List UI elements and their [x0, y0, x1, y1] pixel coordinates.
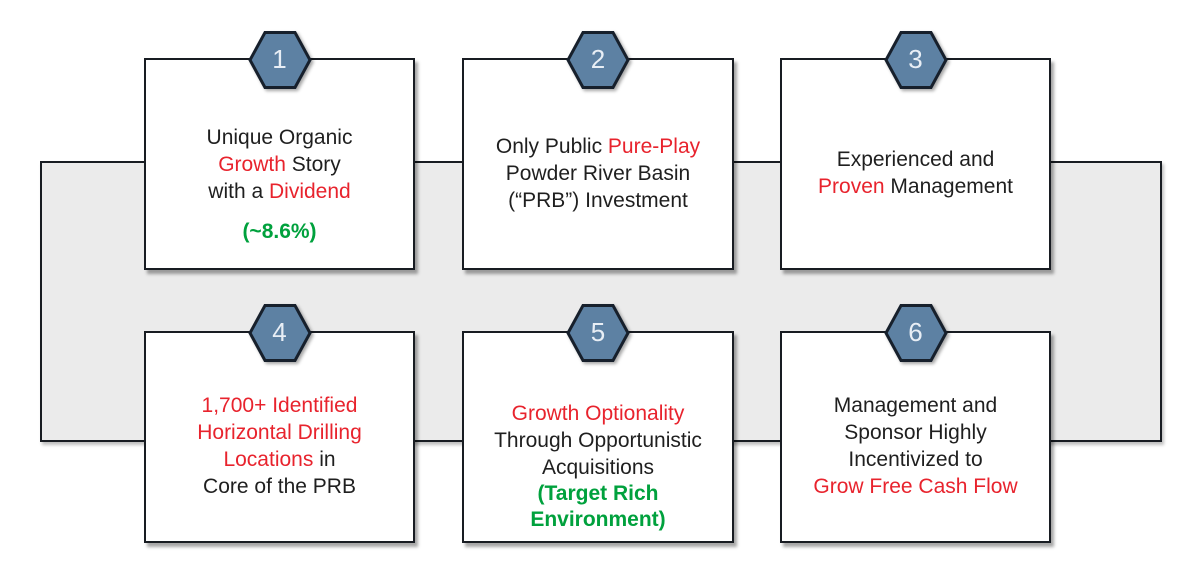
text-line: 1,700+ Identified — [202, 392, 358, 419]
text-segment: Unique Organic — [206, 125, 353, 149]
text-segment: Powder River Basin — [505, 161, 691, 185]
text-segment: Locations — [223, 448, 314, 471]
hexagon-badge-1: 1 — [247, 30, 312, 90]
hexagon-icon — [883, 304, 948, 362]
text-line: Through Opportunistic — [494, 427, 702, 454]
hexagon-badge-2: 2 — [566, 30, 630, 90]
text-segment: (“PRB”) Investment — [508, 188, 688, 212]
hexagon-badge-4: 4 — [247, 303, 312, 363]
hexagon-badge-5: 5 — [566, 303, 630, 363]
text-line: (~8.6%) — [242, 218, 316, 245]
text-segment: Through Opportunistic — [494, 428, 702, 452]
text-line: Horizontal Drilling — [197, 419, 362, 446]
text-segment: (Target Rich — [537, 481, 659, 505]
badge-number: 3 — [908, 44, 923, 74]
text-segment: Environment) — [530, 507, 666, 531]
feature-box-4: 4 1,700+ Identified Horizontal Drilling … — [144, 304, 415, 543]
badge-number: 5 — [590, 317, 606, 347]
badge-number: 4 — [272, 317, 287, 347]
text-line: with a Dividend — [208, 178, 350, 205]
feature-box-5: 5 Growth Optionality Through Opportunist… — [462, 304, 734, 543]
text-line: Grow Free Cash Flow — [813, 473, 1017, 500]
feature-box-6: 6 Management and Sponsor Highly Incentiv… — [780, 304, 1051, 543]
text-line: Proven Management — [818, 173, 1013, 200]
text-segment: Management and — [833, 394, 998, 417]
text-segment: Growth Optionality — [511, 401, 685, 425]
text-line: Management and — [834, 392, 997, 419]
box-text: Only Public Pure-Play Powder River Basin… — [464, 60, 732, 268]
text-line: Environment) — [530, 507, 665, 533]
badge-number: 6 — [908, 317, 923, 347]
text-segment: Only Public — [495, 134, 608, 158]
text-line: Locations in — [223, 446, 335, 473]
badge-number: 2 — [590, 44, 606, 74]
text-segment: Grow Free Cash Flow — [813, 475, 1018, 498]
text-segment: Horizontal Drilling — [197, 421, 362, 444]
hexagon-icon — [883, 31, 948, 89]
hexagon-icon — [247, 31, 312, 89]
text-line: (“PRB”) Investment — [508, 187, 688, 214]
text-segment: Experienced and — [836, 148, 995, 171]
text-segment: with a — [208, 179, 269, 203]
text-segment: Dividend — [268, 179, 351, 203]
text-segment: 1,700+ Identified — [201, 394, 358, 417]
text-segment: Story — [285, 152, 341, 176]
text-line: (Target Rich — [538, 481, 659, 507]
hexagon-icon — [247, 304, 312, 362]
text-segment: in — [313, 448, 336, 471]
text-segment: Core of the PRB — [203, 475, 356, 498]
text-segment: Growth — [218, 152, 286, 176]
text-segment: Management — [884, 175, 1013, 198]
text-segment: Incentivized to — [848, 448, 983, 471]
text-line: Only Public Pure-Play — [496, 133, 700, 160]
box-text: Management and Sponsor Highly Incentiviz… — [782, 333, 1049, 541]
badge-number: 1 — [272, 44, 287, 74]
box-text: 1,700+ Identified Horizontal Drilling Lo… — [146, 333, 413, 541]
text-line: Growth Optionality — [512, 400, 685, 427]
hexagon-icon — [566, 31, 630, 89]
text-line: Acquisitions — [542, 454, 654, 481]
text-segment: Acquisitions — [541, 455, 655, 479]
hexagon-badge-3: 3 — [883, 30, 948, 90]
text-line: Experienced and — [837, 146, 995, 173]
text-segment: Proven — [818, 175, 885, 198]
text-line: Sponsor Highly — [844, 419, 986, 446]
text-line: Core of the PRB — [203, 473, 356, 500]
text-line: Unique Organic — [207, 124, 353, 151]
box-text: Unique Organic Growth Story with a Divid… — [146, 60, 413, 268]
text-segment: (~8.6%) — [242, 219, 317, 243]
box-text: Experienced and Proven Management — [782, 60, 1049, 268]
text-segment: Pure-Play — [607, 134, 701, 158]
text-line: Powder River Basin — [506, 160, 690, 187]
text-line: Incentivized to — [848, 446, 982, 473]
feature-box-3: 3 Experienced and Proven Management — [780, 31, 1051, 270]
hexagon-icon — [566, 304, 630, 362]
box-text: Growth Optionality Through Opportunistic… — [464, 333, 732, 541]
text-line: Growth Story — [218, 151, 341, 178]
feature-box-1: 1 Unique Organic Growth Story with a Div… — [144, 31, 415, 270]
hexagon-badge-6: 6 — [883, 303, 948, 363]
feature-box-2: 2 Only Public Pure-Play Powder River Bas… — [462, 31, 734, 270]
text-segment: Sponsor Highly — [844, 421, 987, 444]
